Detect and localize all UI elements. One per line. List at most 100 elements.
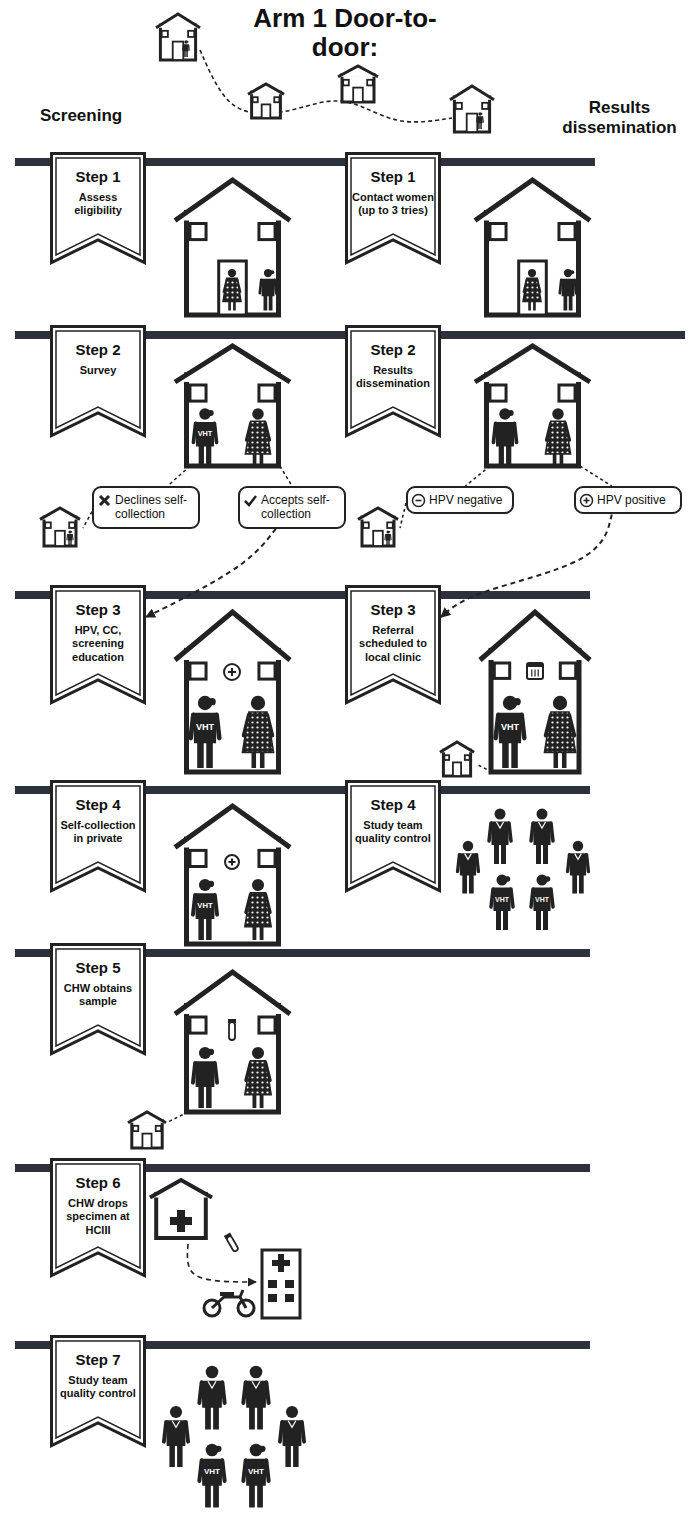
shirt-label: VHT xyxy=(482,896,522,903)
figure-leg xyxy=(503,910,508,930)
step-banner: Step 4Self-collection in private xyxy=(50,780,146,892)
sign-circle xyxy=(581,495,593,507)
figure-arm xyxy=(493,423,495,442)
house-roof-fill xyxy=(358,508,398,519)
figure-leg xyxy=(199,446,204,467)
path-to-next-house xyxy=(476,764,492,772)
health-worker-figure xyxy=(193,1047,217,1108)
banner-outer xyxy=(52,154,145,263)
house-window xyxy=(190,663,206,679)
tube-body xyxy=(229,1022,235,1040)
figure-leg xyxy=(205,1485,211,1508)
figure-leg xyxy=(499,446,504,467)
house-window xyxy=(274,97,279,102)
house-roof xyxy=(358,508,398,519)
step-number: Step 1 xyxy=(57,168,139,185)
house-door xyxy=(467,114,478,132)
shirt-label: VHT xyxy=(185,430,225,437)
house-icon xyxy=(175,180,290,315)
figure-arm xyxy=(243,1460,245,1481)
health-worker-figure xyxy=(493,408,516,466)
step-banner: Step 7Study team quality control xyxy=(50,1335,146,1447)
figure-shirt xyxy=(202,1381,223,1408)
health-worker-figure xyxy=(489,809,511,865)
figure-arm xyxy=(458,855,460,872)
figure-leg xyxy=(511,742,518,768)
woman-figure xyxy=(223,269,241,311)
step-description: Self-collection in private xyxy=(57,819,139,845)
house-door xyxy=(173,42,184,60)
figure-arm xyxy=(489,823,491,841)
figure-head xyxy=(564,269,572,277)
house-window xyxy=(162,31,168,37)
figure-leg xyxy=(554,751,559,768)
figure-head xyxy=(537,875,548,886)
sample-tube-icon xyxy=(228,1019,236,1040)
figure-leg xyxy=(213,1485,219,1508)
step-number: Step 5 xyxy=(57,959,139,976)
figure-shirt xyxy=(261,279,275,297)
step-description: Assess eligibility xyxy=(57,191,139,217)
figure-shirt xyxy=(183,44,188,51)
house-icon xyxy=(150,1180,212,1238)
step-banner: Step 2Results dissemination xyxy=(345,325,441,437)
bubble-icon xyxy=(579,493,594,508)
icon-plus xyxy=(229,859,236,866)
step-description: Survey xyxy=(57,364,139,377)
banner-outer xyxy=(347,327,440,436)
house-roof xyxy=(440,742,474,752)
figure-arm xyxy=(217,715,220,738)
step-number: Step 4 xyxy=(352,796,434,813)
house-roof xyxy=(150,1180,212,1197)
figure-head xyxy=(198,696,212,710)
health-worker-figure xyxy=(560,269,577,311)
house-roof-fill xyxy=(150,1180,212,1197)
figure-collar xyxy=(172,1421,180,1428)
figure-arm xyxy=(275,280,277,294)
house-roof xyxy=(248,84,284,94)
house-roof xyxy=(450,86,494,100)
banner-inner xyxy=(56,158,140,255)
house-window xyxy=(259,224,275,240)
house-icon xyxy=(175,806,290,944)
banner-inner xyxy=(56,1341,140,1438)
figure-head xyxy=(184,40,187,43)
figure-shirt xyxy=(67,534,72,541)
house-roof-fill xyxy=(338,66,378,77)
house-roof-fill xyxy=(175,806,290,847)
shirt-label: VHT xyxy=(236,1468,276,1476)
figure-shirt xyxy=(166,1420,186,1446)
figure-leg xyxy=(260,751,265,768)
icon-grid xyxy=(531,669,532,676)
step-banner: Step 4Study team quality control xyxy=(345,780,441,892)
figure-leg xyxy=(506,446,511,467)
house-window xyxy=(490,224,506,240)
figure-shirt xyxy=(477,116,482,123)
hospital-icon xyxy=(262,1250,300,1318)
figure-head xyxy=(199,408,211,420)
figure-leg xyxy=(206,1086,212,1108)
house-icon xyxy=(358,508,398,546)
house-icon xyxy=(450,86,494,132)
figure-dress xyxy=(544,712,575,752)
figure-dress xyxy=(245,1061,271,1095)
house-window xyxy=(490,385,506,401)
house-window xyxy=(190,224,206,240)
banner-outer xyxy=(52,587,145,703)
figure-head xyxy=(386,530,389,533)
house-roof-fill xyxy=(450,86,494,100)
column-heading: Results dissemination xyxy=(557,98,682,139)
house-window xyxy=(560,663,575,678)
figure-head xyxy=(537,809,548,820)
house-roof xyxy=(175,972,290,1014)
figure-head xyxy=(463,841,473,851)
figure-arm xyxy=(280,1422,282,1442)
figure-leg xyxy=(257,1407,263,1430)
figure-dress xyxy=(245,893,271,927)
step-banner: Step 1Contact women (up to 3 tries) xyxy=(345,152,441,264)
banner-inner xyxy=(56,786,140,883)
health-worker-figure xyxy=(199,1366,224,1430)
house-wall xyxy=(160,25,195,60)
step-number: Step 6 xyxy=(57,1174,139,1191)
